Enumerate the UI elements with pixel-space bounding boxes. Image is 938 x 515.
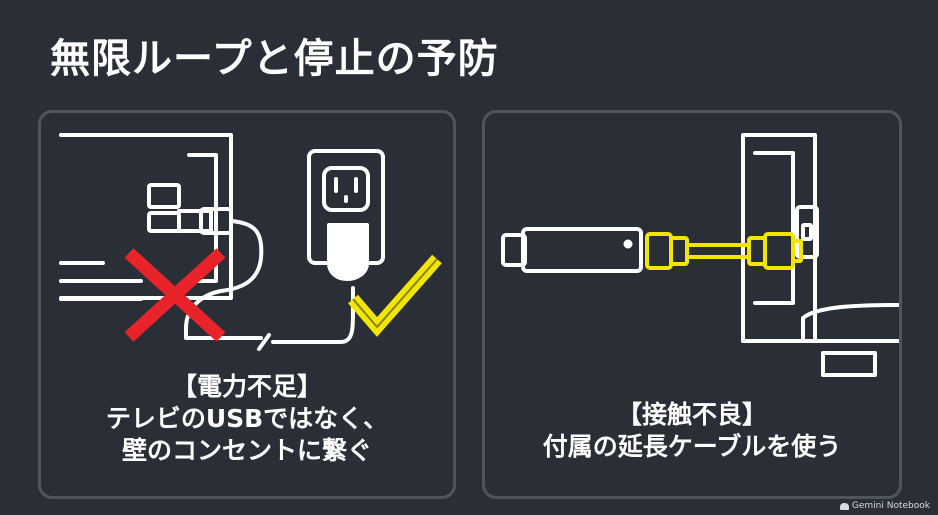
tv-base	[741, 303, 899, 377]
usb-plug	[177, 209, 213, 233]
contact-failure-panel: 【接触不良】 付属の延長ケーブルを使う	[482, 110, 902, 499]
brand-watermark: Gemini Notebook	[839, 501, 930, 511]
contact-line1: 付属の延長ケーブルを使う	[542, 432, 842, 461]
power-line2: 壁のコンセントに繋ぐ	[121, 436, 372, 465]
brand-label: Gemini Notebook	[851, 501, 930, 511]
power-line1: テレビのUSBではなく、	[105, 404, 389, 433]
hdmi-port	[147, 183, 181, 209]
tv-side-panel	[187, 153, 218, 283]
wall-cable	[271, 286, 355, 344]
page-title: 無限ループと停止の予防	[50, 36, 499, 82]
cable-break	[257, 333, 271, 351]
notebook-icon	[839, 502, 849, 510]
power-illustration	[59, 133, 442, 351]
extension-cable	[645, 232, 803, 270]
tv-stand	[59, 261, 143, 301]
contact-caption: 【接触不良】 付属の延長ケーブルを使う	[485, 399, 899, 463]
power-shortage-panel: 【電力不足】 テレビのUSBではなく、 壁のコンセントに繋ぐ	[38, 110, 456, 499]
power-caption: 【電力不足】 テレビのUSBではなく、 壁のコンセントに繋ぐ	[41, 371, 453, 467]
streaming-stick	[521, 227, 643, 273]
red-x-icon	[124, 248, 226, 342]
extension-illustration	[501, 133, 899, 377]
tv-usb-port	[795, 205, 819, 259]
stick-tip	[501, 233, 527, 267]
power-heading: 【電力不足】	[171, 372, 322, 401]
contact-heading: 【接触不良】	[616, 400, 767, 429]
usb-port	[147, 211, 181, 233]
usb-adapter	[327, 223, 369, 281]
